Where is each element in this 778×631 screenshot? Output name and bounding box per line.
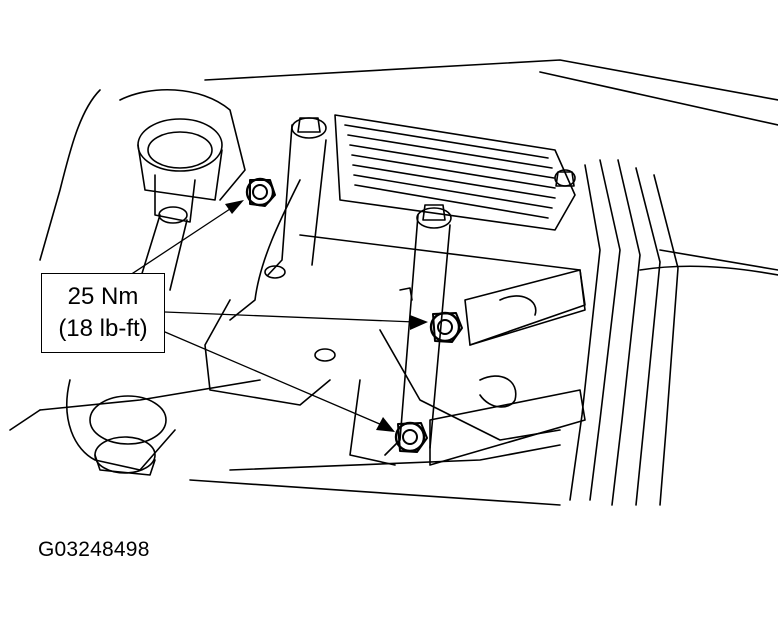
bolt-upper — [245, 177, 276, 207]
arrow-upper — [225, 200, 244, 214]
refrigerant-line — [569, 159, 679, 506]
top-right-bolt — [554, 169, 576, 187]
compressor-body — [204, 114, 586, 441]
left-mount — [119, 88, 246, 291]
leader-lines — [114, 204, 416, 426]
torque-nm-label: 25 Nm — [67, 283, 139, 310]
torque-callout: 25 Nm (18 lb-ft) — [41, 273, 165, 353]
mounting-bracket — [399, 269, 586, 466]
torque-lbft-label: (18 lb-ft) — [58, 315, 148, 342]
lower-mount — [66, 379, 176, 476]
leader-lower — [164, 331, 383, 426]
figure-id: G03248498 — [38, 538, 150, 561]
arrowheads — [225, 200, 428, 432]
upper-left-stud — [264, 117, 327, 279]
arrow-middle — [410, 315, 428, 330]
bolt-lower — [394, 421, 428, 453]
engine-outline — [9, 59, 778, 506]
arrow-lower — [376, 417, 395, 432]
leader-upper — [114, 204, 237, 286]
bolt-middle — [429, 311, 463, 343]
leader-middle — [164, 311, 416, 323]
